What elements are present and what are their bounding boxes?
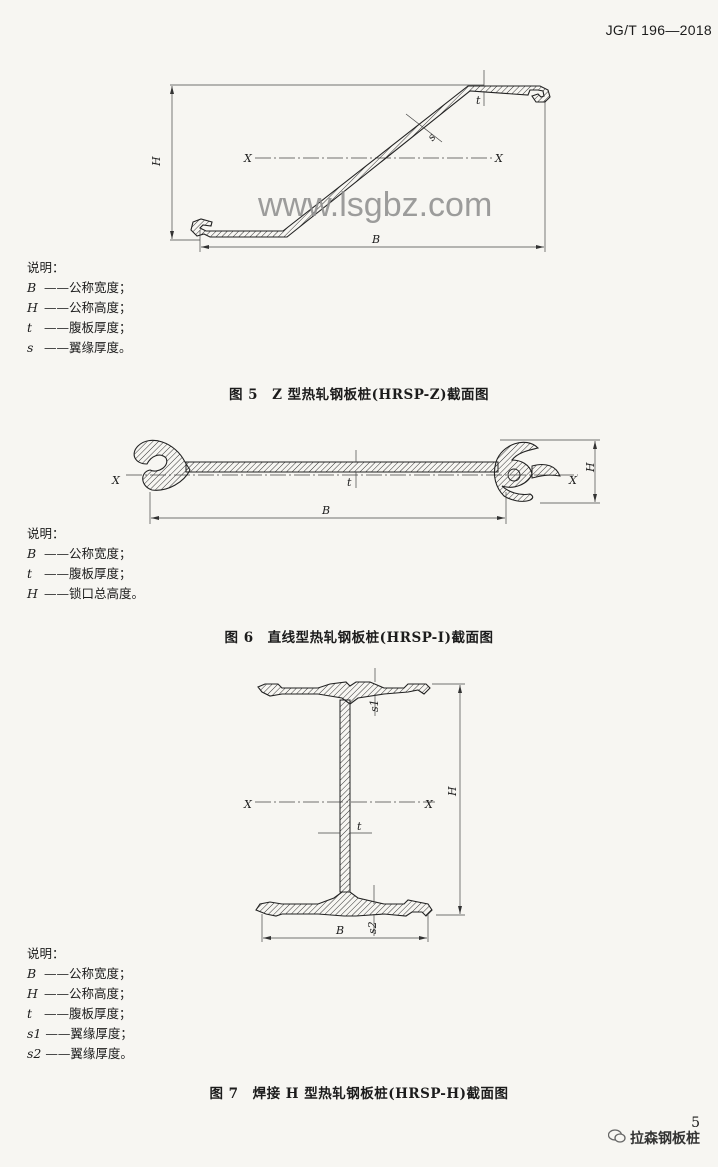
legend-item: t ——腹板厚度； [27, 1006, 132, 1021]
fig5-axis-x-right: X [494, 152, 504, 165]
fig5-dim-H: H [150, 156, 163, 167]
fig6-dim-H: H [584, 462, 597, 473]
top-flange [257, 681, 431, 705]
wechat-icon [607, 1129, 626, 1146]
figure-6-drawing: X X H t B [111, 439, 600, 524]
watermark: www.lsgbz.com [258, 186, 493, 224]
z-profile-section [190, 85, 551, 238]
right-interlock [493, 441, 540, 502]
legend-item: B ——公称宽度； [27, 966, 132, 981]
figure-7-caption: 图 7 焊接 H 型热轧钢板桩(HRSP-H)截面图 [209, 1086, 509, 1102]
fig6-dim-t: t [347, 476, 352, 489]
legend-item: s ——翼缘厚度。 [27, 340, 132, 355]
figure-7-drawing: X X H s1 t s2 B [243, 668, 465, 942]
figure-6-legend: 说明： B ——公称宽度； t ——腹板厚度； H ——锁口总高度。 [27, 524, 144, 604]
page-number: 5 [691, 1115, 700, 1131]
fig5-dim-B: B [371, 233, 380, 246]
fig7-axis-x-left: X [243, 798, 253, 811]
figure-5-caption: 图 5 Z 型热轧钢板桩(HRSP-Z)截面图 [228, 387, 490, 403]
fig6-axis-x-left: X [111, 474, 121, 487]
legend-item: B ——公称宽度； [27, 546, 132, 561]
fig7-dim-t: t [357, 820, 362, 833]
web-plate [185, 461, 499, 473]
legend-item: H ——锁口总高度。 [27, 586, 144, 601]
legend-title: 说明： [27, 526, 65, 541]
figure-7-legend: 说明： B ——公称宽度； H ——公称高度； t ——腹板厚度； s1 ——翼… [27, 944, 133, 1064]
fig7-axis-x-right: X [424, 798, 434, 811]
legend-item: H ——公称高度； [27, 986, 132, 1001]
brand-signature: 拉森钢板桩 [607, 1128, 700, 1148]
fig5-dim-t: t [476, 94, 481, 107]
legend-item: H ——公称高度； [27, 300, 132, 315]
left-interlock [133, 439, 191, 491]
legend-title: 说明： [27, 260, 65, 275]
figure-5-legend: 说明： B ——公称宽度； H ——公称高度； t ——腹板厚度； s ——翼缘… [27, 258, 132, 358]
brand-name: 拉森钢板桩 [630, 1130, 700, 1146]
legend-title: 说明： [27, 946, 65, 961]
fig6-dim-B: B [321, 504, 330, 517]
standard-number: JG/T 196—2018 [605, 22, 712, 38]
figure-5-drawing: H B X X t s [150, 70, 551, 252]
fig7-dim-H: H [446, 786, 459, 797]
fig7-dim-s1: s1 [368, 699, 381, 712]
fig7-dim-B: B [335, 924, 344, 937]
fig5-dim-s: s [425, 131, 439, 144]
fig7-dim-s2: s2 [366, 921, 379, 934]
h-web [339, 699, 351, 893]
legend-item: t ——腹板厚度； [27, 566, 132, 581]
legend-item: s2 ——翼缘厚度。 [27, 1046, 133, 1061]
figure-6-caption: 图 6 直线型热轧钢板桩(HRSP-I)截面图 [224, 630, 494, 646]
fig5-axis-x-left: X [243, 152, 253, 165]
legend-item: t ——腹板厚度； [27, 320, 132, 335]
bottom-flange [255, 891, 433, 917]
legend-item: B ——公称宽度； [27, 280, 132, 295]
legend-item: s1 ——翼缘厚度； [27, 1026, 133, 1041]
fig6-axis-x-right: X [568, 474, 578, 487]
